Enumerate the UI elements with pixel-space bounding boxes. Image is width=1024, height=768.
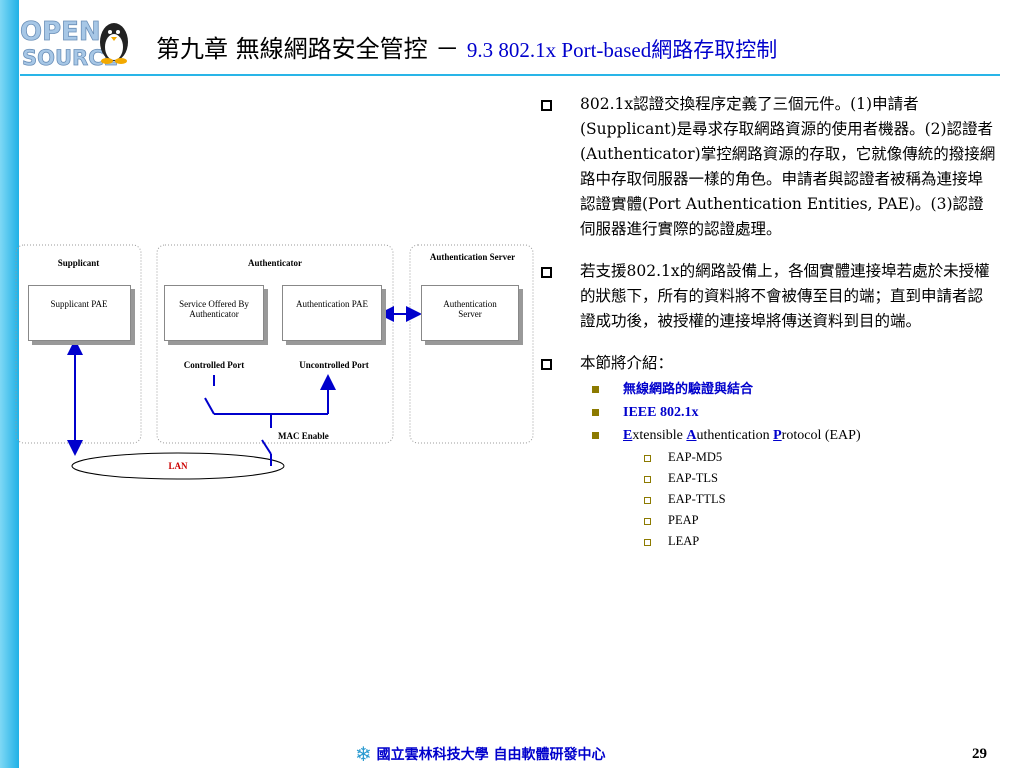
hollow-square-bullet-icon [644, 518, 651, 525]
square-bullet-icon [541, 267, 552, 278]
controlled-port-switch [204, 397, 215, 415]
eap-word-rest: uthentication [696, 428, 774, 443]
bullet-port-authorization: 若支援802.1x的網路設備上，各個實體連接埠若處於未授權的狀態下，所有的資料將… [540, 259, 996, 334]
eap-item-text: LEAP [668, 534, 700, 548]
service-offered-label: Service Offered By Authenticator [179, 299, 249, 319]
auth-server-title: Authentication Server [429, 252, 516, 262]
eap-item: EAP-TTLS [540, 489, 996, 510]
sub-item-wireless-auth: 無線網路的驗證與結合 [540, 378, 996, 401]
auth-server-group [409, 244, 534, 444]
authenticator-pae-box: Authentication PAE [282, 285, 382, 341]
authenticator-group [156, 244, 394, 444]
eap-letter-a: A [686, 428, 697, 443]
square-bullet-icon [541, 100, 552, 111]
bullet-text: 802.1x認證交換程序定義了三個元件。(1)申請者(Supplicant)是尋… [580, 95, 996, 238]
filled-square-bullet-icon [592, 432, 599, 439]
eap-item-text: EAP-TLS [668, 471, 718, 485]
square-bullet-icon [541, 359, 552, 370]
bullet-text: 若支援802.1x的網路設備上，各個實體連接埠若處於未授權的狀態下，所有的資料將… [580, 262, 990, 330]
snowflake-icon: ❄ [355, 742, 372, 766]
eap-letter-p: P [773, 428, 782, 443]
footer-org-text: 國立雲林科技大學 自由軟體研發中心 [376, 747, 606, 763]
sub-item-ieee8021x: IEEE 802.1x [540, 401, 996, 424]
sub-item-eap: Extensible Authentication Protocol (EAP) [540, 424, 996, 447]
filled-square-bullet-icon [592, 386, 599, 393]
eap-word-rest: rotocol (EAP) [781, 428, 861, 443]
bullet-section-intro: 本節將介紹： [540, 351, 996, 376]
lan-label: LAN [168, 461, 188, 471]
supplicant-pae-box: Supplicant PAE [28, 285, 131, 341]
bullet-text: 本節將介紹： [580, 354, 674, 372]
slide-content: 802.1x認證交換程序定義了三個元件。(1)申請者(Supplicant)是尋… [540, 92, 996, 552]
bullet-8021x-components: 802.1x認證交換程序定義了三個元件。(1)申請者(Supplicant)是尋… [540, 92, 996, 242]
filled-square-bullet-icon [592, 409, 599, 416]
supplicant-group [15, 244, 142, 444]
auth-server-box-label: Authentication Server [443, 299, 497, 319]
open-source-logo: OPEN SOURCE [20, 17, 128, 70]
chapter-title: 第九章 無線網路安全管控 － [156, 35, 460, 63]
hollow-square-bullet-icon [644, 497, 651, 504]
footer-org: ❄ 國立雲林科技大學 自由軟體研發中心 [355, 742, 606, 766]
slide-title: 第九章 無線網路安全管控 － 9.3 802.1x Port-based網路存取… [156, 29, 777, 64]
controlled-port-label: Controlled Port [183, 360, 245, 370]
sub-item-text: 無線網路的驗證與結合 [623, 382, 754, 397]
authenticator-title: Authenticator [248, 258, 302, 268]
auth-server-box: Authentication Server [421, 285, 519, 341]
hollow-square-bullet-icon [644, 455, 651, 462]
service-offered-box: Service Offered By Authenticator [164, 285, 264, 341]
title-divider [20, 74, 1000, 76]
page-number: 29 [972, 746, 987, 762]
uncontrolled-port-label: Uncontrolled Port [299, 360, 369, 370]
left-accent-bar [0, 0, 19, 768]
eap-item: EAP-MD5 [540, 447, 996, 468]
hollow-square-bullet-icon [644, 476, 651, 483]
svg-text:OPEN: OPEN [20, 17, 101, 47]
eap-word-rest: xtensible [632, 428, 687, 443]
penguin-icon [100, 23, 128, 64]
eap-item: EAP-TLS [540, 468, 996, 489]
hollow-square-bullet-icon [644, 539, 651, 546]
supplicant-pae-label: Supplicant PAE [50, 299, 108, 309]
mac-switch [261, 439, 272, 455]
eap-item-text: PEAP [668, 513, 699, 527]
section-subtitle: 9.3 802.1x Port-based網路存取控制 [466, 38, 778, 62]
eap-item: PEAP [540, 510, 996, 531]
eap-item-text: EAP-MD5 [668, 450, 723, 464]
eap-letter-e: E [623, 428, 633, 443]
supplicant-title: Supplicant [57, 258, 100, 268]
authenticator-pae-label: Authentication PAE [296, 299, 368, 309]
mac-enable-label: MAC Enable [278, 431, 329, 441]
eap-item-text: EAP-TTLS [668, 492, 726, 506]
eap-item: LEAP [540, 531, 996, 552]
sub-item-text: IEEE 802.1x [623, 405, 699, 420]
